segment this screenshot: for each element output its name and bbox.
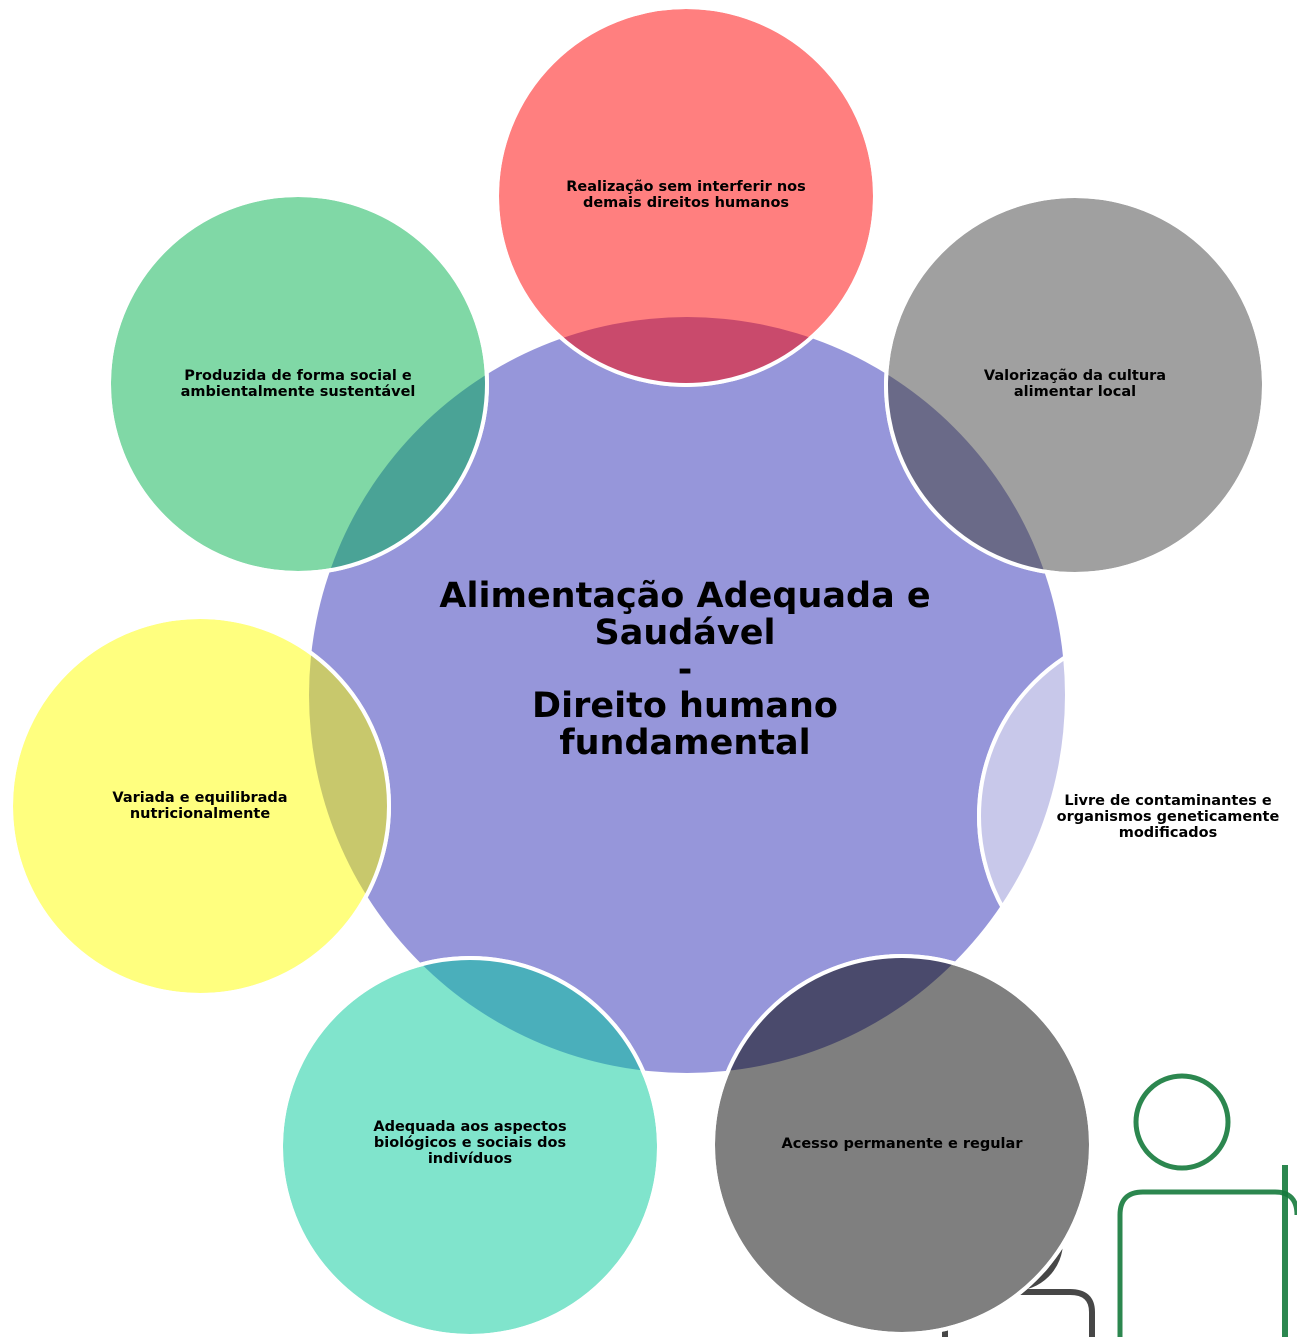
petal-left-line1: Variada e equilibrada — [112, 790, 288, 806]
petal-upper-left-line2: ambientalmente sustentável — [180, 383, 416, 400]
petal-lower-right-label: Acesso permanente e regular — [752, 1136, 1052, 1153]
center-title-line2: Saudável — [594, 612, 776, 653]
petal-left-line2: nutricionalmente — [129, 805, 271, 822]
overlap-upper-left — [309, 317, 487, 573]
petal-lower-left-label: Adequada aos aspectos biológicos e socia… — [320, 1119, 620, 1168]
petal-upper-right-label: Valorização da cultura alimentar local — [925, 368, 1225, 401]
petal-upper-right-line1: Valorização da cultura — [983, 368, 1167, 384]
petal-right-label: Livre de contaminantes e organismos gene… — [1040, 793, 1296, 842]
petal-left-label: Variada e equilibrada nutricionalmente — [50, 790, 350, 823]
petal-top-line1: Realização sem interferir nos — [566, 179, 806, 195]
petal-lower-left-line3: indivíduos — [427, 1150, 513, 1167]
petal-right-line3: modificados — [1118, 824, 1218, 841]
center-subtitle-line1: Direito humano — [532, 686, 838, 727]
petal-lower-right-line1: Acesso permanente e regular — [781, 1136, 1023, 1152]
petal-upper-right-line2: alimentar local — [1013, 383, 1137, 400]
overlap-upper-right — [886, 317, 1065, 574]
petal-lower-left-line1: Adequada aos aspectos — [373, 1119, 567, 1135]
petal-right-line2: organismos geneticamente — [1056, 808, 1280, 825]
petal-top-line2: demais direitos humanos — [582, 194, 790, 211]
petal-lower-left-line2: biológicos e sociais dos — [373, 1134, 567, 1151]
central-circle — [309, 317, 1065, 1073]
center-title-line1: Alimentação Adequada e — [439, 576, 931, 616]
petal-upper-left-label: Produzida de forma social e ambientalmen… — [148, 368, 448, 401]
center-subtitle-line2: fundamental — [559, 723, 811, 763]
petal-right-line1: Livre de contaminantes e — [1064, 793, 1272, 809]
center-label: Alimentação Adequada e Saudável - Direit… — [405, 578, 965, 762]
center-separator: - — [677, 649, 693, 690]
petal-top-label: Realização sem interferir nos demais dir… — [536, 179, 836, 212]
petal-upper-left-line1: Produzida de forma social e — [184, 368, 412, 384]
